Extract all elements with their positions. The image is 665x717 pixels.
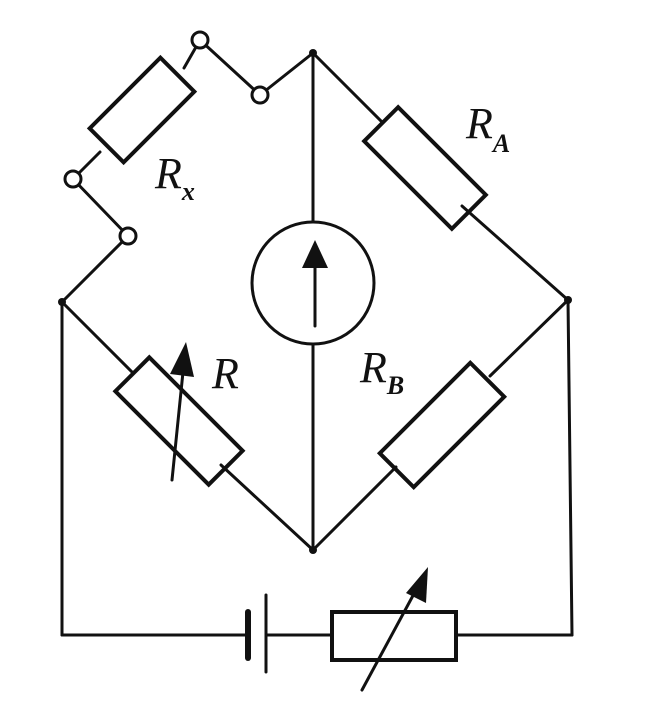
left-node (58, 298, 66, 306)
rb-branch (311, 298, 570, 552)
wire-right-rail (566, 298, 574, 637)
wire-left-node-to-r (60, 300, 138, 378)
wire-terminal-2-to-top-node (258, 51, 315, 97)
r-branch (60, 300, 315, 552)
switch-terminal-3[interactable] (63, 169, 83, 189)
wire-left-node-to-terminal-4 (60, 234, 130, 304)
wire-rb-to-bottom-node (311, 465, 398, 552)
label-rx: Rx (154, 149, 195, 206)
switch-terminal-2[interactable] (250, 85, 270, 105)
switch-terminal-1[interactable] (190, 30, 210, 50)
rx-resistor (86, 54, 198, 166)
battery-icon (245, 593, 268, 674)
ra-branch (311, 51, 570, 302)
wire-ra-to-right-node (460, 204, 570, 302)
variable-arrow-icon (170, 342, 194, 482)
supply-loop (60, 298, 574, 692)
wire-top-node-to-ra (311, 51, 391, 131)
wire-right-node-to-rb (488, 298, 570, 378)
label-rb: RB (359, 343, 404, 400)
wire-terminal-1-to-2 (198, 38, 262, 97)
rb-resistor (376, 359, 508, 491)
bottom-node (309, 546, 317, 554)
rx-branch (60, 30, 315, 304)
label-r: R (211, 349, 239, 398)
variable-resistor-icon (330, 567, 458, 692)
galvanometer-branch (250, 51, 376, 552)
wire-r-to-bottom-node (219, 463, 315, 552)
top-node (309, 49, 317, 57)
switch-terminal-4[interactable] (118, 226, 138, 246)
galvanometer-icon (250, 220, 376, 346)
label-ra: RA (465, 99, 510, 158)
right-node (564, 296, 572, 304)
wire-terminal-3-to-4 (71, 177, 130, 238)
